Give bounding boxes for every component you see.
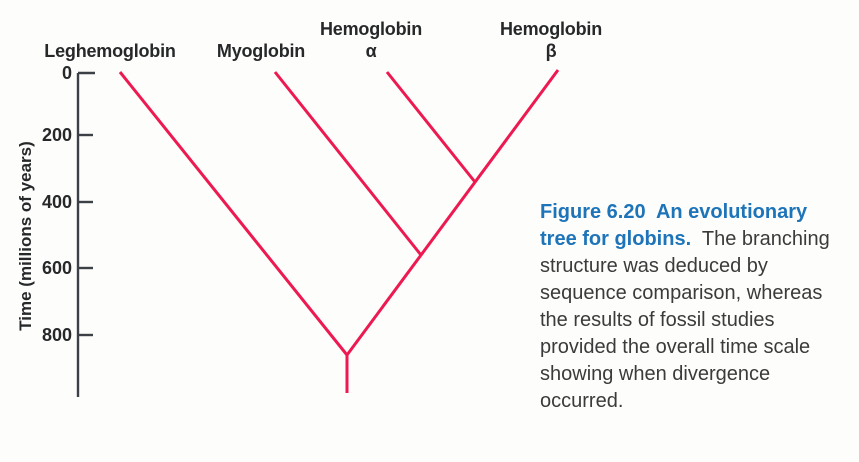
leaf-label-leghemoglobin: Leghemoglobin [44, 40, 176, 62]
leaf-label-text: Leghemoglobin [44, 41, 176, 61]
branch-hemoglobin-alpha [385, 71, 477, 183]
leaf-label-greek-alpha: α [365, 41, 377, 61]
tick-label-0: 0 [61, 63, 72, 83]
leaf-label-hemoglobin-beta: Hemoglobin β [500, 18, 602, 62]
caption-body-line: the results of fossil studies [540, 309, 775, 331]
leaf-label-text: Hemoglobin [500, 19, 602, 39]
caption-body-line: showing when divergence [540, 363, 771, 385]
leaf-label-hemoglobin-alpha: Hemoglobin α [320, 18, 422, 62]
leaf-label-myoglobin: Myoglobin [217, 40, 305, 62]
branch-main-hemoglobin-beta [345, 69, 560, 356]
caption-heading-line1: Figure 6.20 An evolutionary [540, 201, 808, 223]
leaf-label-greek-beta: β [545, 41, 557, 61]
leaf-label-text: Myoglobin [216, 41, 306, 61]
caption-body-line2: The branching [691, 228, 830, 250]
tick-label-800: 800 [41, 325, 72, 345]
caption-body-line: occurred. [540, 390, 624, 412]
tick-label-400: 400 [41, 192, 72, 212]
tick-label-200: 200 [41, 125, 72, 145]
caption-heading-line2: tree for globins. [540, 228, 692, 250]
caption-body-line: sequence comparison, whereas [540, 282, 823, 304]
caption-body-line: structure was deduced by [540, 255, 768, 277]
figure-caption: Figure 6.20 An evolutionary tree for glo… [540, 199, 859, 415]
caption-line2: tree for globins. The branching [540, 226, 859, 253]
tick-label-600: 600 [41, 258, 72, 278]
branch-myoglobin [273, 71, 423, 256]
leaf-label-text: Hemoglobin [320, 19, 422, 39]
y-axis-title: Time (millions of years) [16, 141, 35, 331]
caption-body-line: provided the overall time scale [540, 336, 811, 358]
branch-leghemoglobin [118, 71, 349, 356]
